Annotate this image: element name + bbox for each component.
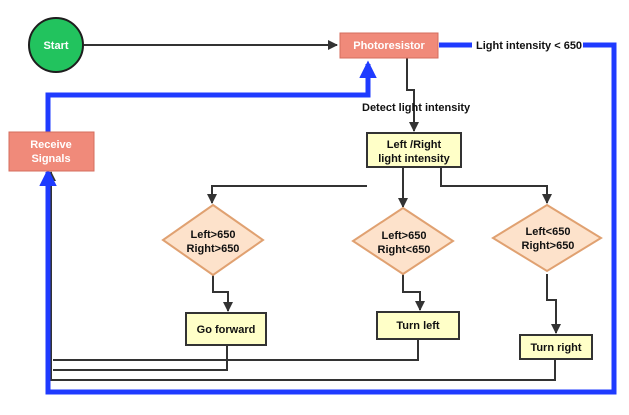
dec1-label-line2: Right>650 <box>187 243 240 255</box>
dec3-label-line1: Left<650 <box>526 226 571 238</box>
leftright-to-dec3-arrow <box>440 167 552 204</box>
receive-to-photoresistor-line <box>45 60 377 132</box>
dec1-label-line1: Left>650 <box>191 229 236 241</box>
dec2-label-line2: Right<650 <box>378 244 431 256</box>
turn-right-node: Turn right <box>519 334 593 360</box>
dec1-to-goforward-arrow <box>212 274 233 312</box>
left-right-label-line2: light intensity <box>378 153 450 165</box>
light-condition-label: Light intensity < 650 <box>476 40 582 52</box>
start-label: Start <box>43 40 68 52</box>
left-right-label-line1: Left /Right <box>387 139 442 151</box>
goforward-feedback-line <box>53 345 228 371</box>
start-node: Start <box>28 17 84 73</box>
turn-left-node: Turn left <box>376 311 460 340</box>
go-forward-node: Go forward <box>185 312 267 346</box>
go-forward-label: Go forward <box>197 324 256 336</box>
photoresistor-to-leftright-arrow <box>406 58 419 132</box>
leftright-to-dec1-arrow <box>207 185 367 204</box>
dec3-to-turnright-arrow <box>546 274 561 334</box>
photoresistor-label: Photoresistor <box>353 40 425 52</box>
turn-right-label: Turn right <box>530 342 581 354</box>
decision-left-high-right-low: Left>650 Right<650 <box>351 206 455 276</box>
detect-light-label: Detect light intensity <box>362 102 471 114</box>
receive-label-line2: Signals <box>31 153 70 165</box>
photoresistor-node: Photoresistor <box>339 32 439 59</box>
receive-signals-node: Receive Signals <box>8 131 95 172</box>
turnright-feedback-line <box>46 171 556 381</box>
dec2-label-line1: Left>650 <box>382 230 427 242</box>
receive-label-line1: Receive <box>30 139 72 151</box>
left-right-intensity-node: Left /Right light intensity <box>366 132 462 168</box>
turnleft-feedback-line <box>53 339 419 361</box>
loop-back-line <box>39 42 617 395</box>
decision-left-low-right-high: Left<650 Right>650 <box>491 203 603 273</box>
dec3-label-line2: Right>650 <box>522 240 575 252</box>
dec2-to-turnleft-arrow <box>402 274 425 311</box>
turn-left-label: Turn left <box>396 320 440 332</box>
decision-left-right-high: Left>650 Right>650 <box>161 203 265 277</box>
